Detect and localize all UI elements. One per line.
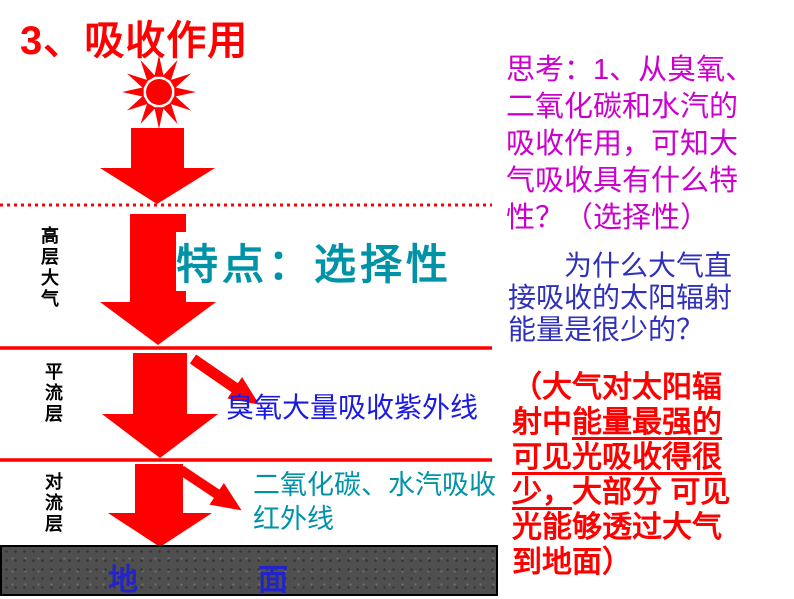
- layer-label-troposphere: 对流层: [43, 472, 63, 535]
- answer-text-post: 大部分 可见 光能够透过大气 到地面）: [512, 476, 731, 579]
- answer-text: （大气对太阳辐 射中能量最强的 可见光吸收得很 少，大部分 可见 光能够透过大气…: [512, 370, 794, 580]
- ground-bar: 地 面: [0, 545, 498, 597]
- solar-radiation-arrow-2-icon: [100, 214, 216, 345]
- ozone-absorb-branch-arrow-icon: [189, 354, 260, 405]
- feature-text: 特点：选择性: [176, 241, 453, 288]
- ground-label: 地 面: [108, 564, 288, 597]
- answer-text-underlined: 能量最强的 可见光吸收得很 少，: [512, 406, 722, 509]
- sun-icon: [122, 55, 196, 129]
- solar-radiation-arrow-3-icon: [102, 353, 218, 458]
- question-why-text: 为什么大气直 接吸收的太阳辐射 能量是很少的？: [508, 250, 733, 345]
- co2-absorb-branch-arrow-icon: [178, 465, 242, 511]
- layer-label-stratosphere: 平流层: [43, 362, 63, 425]
- ozone-absorption-label: 臭氧大量吸收紫外线: [226, 392, 479, 423]
- answer-text-pre: （大气对太阳辐 射中: [512, 371, 722, 439]
- solar-radiation-arrow-4-icon: [108, 464, 212, 547]
- page-title: 3、吸收作用: [20, 19, 249, 63]
- feature-callout: 特点：选择性: [176, 232, 492, 291]
- co2-water-absorption-label: 二氧化碳、水汽吸收 红外线: [253, 470, 496, 534]
- layer-label-upper-atmosphere: 高层大气: [39, 226, 59, 310]
- question-think-text: 思考：1、从臭氧、 二氧化碳和水汽的 吸收作用，可知大 气吸收具有什么特 性？（…: [506, 54, 755, 234]
- solar-radiation-arrow-1-icon: [100, 128, 215, 204]
